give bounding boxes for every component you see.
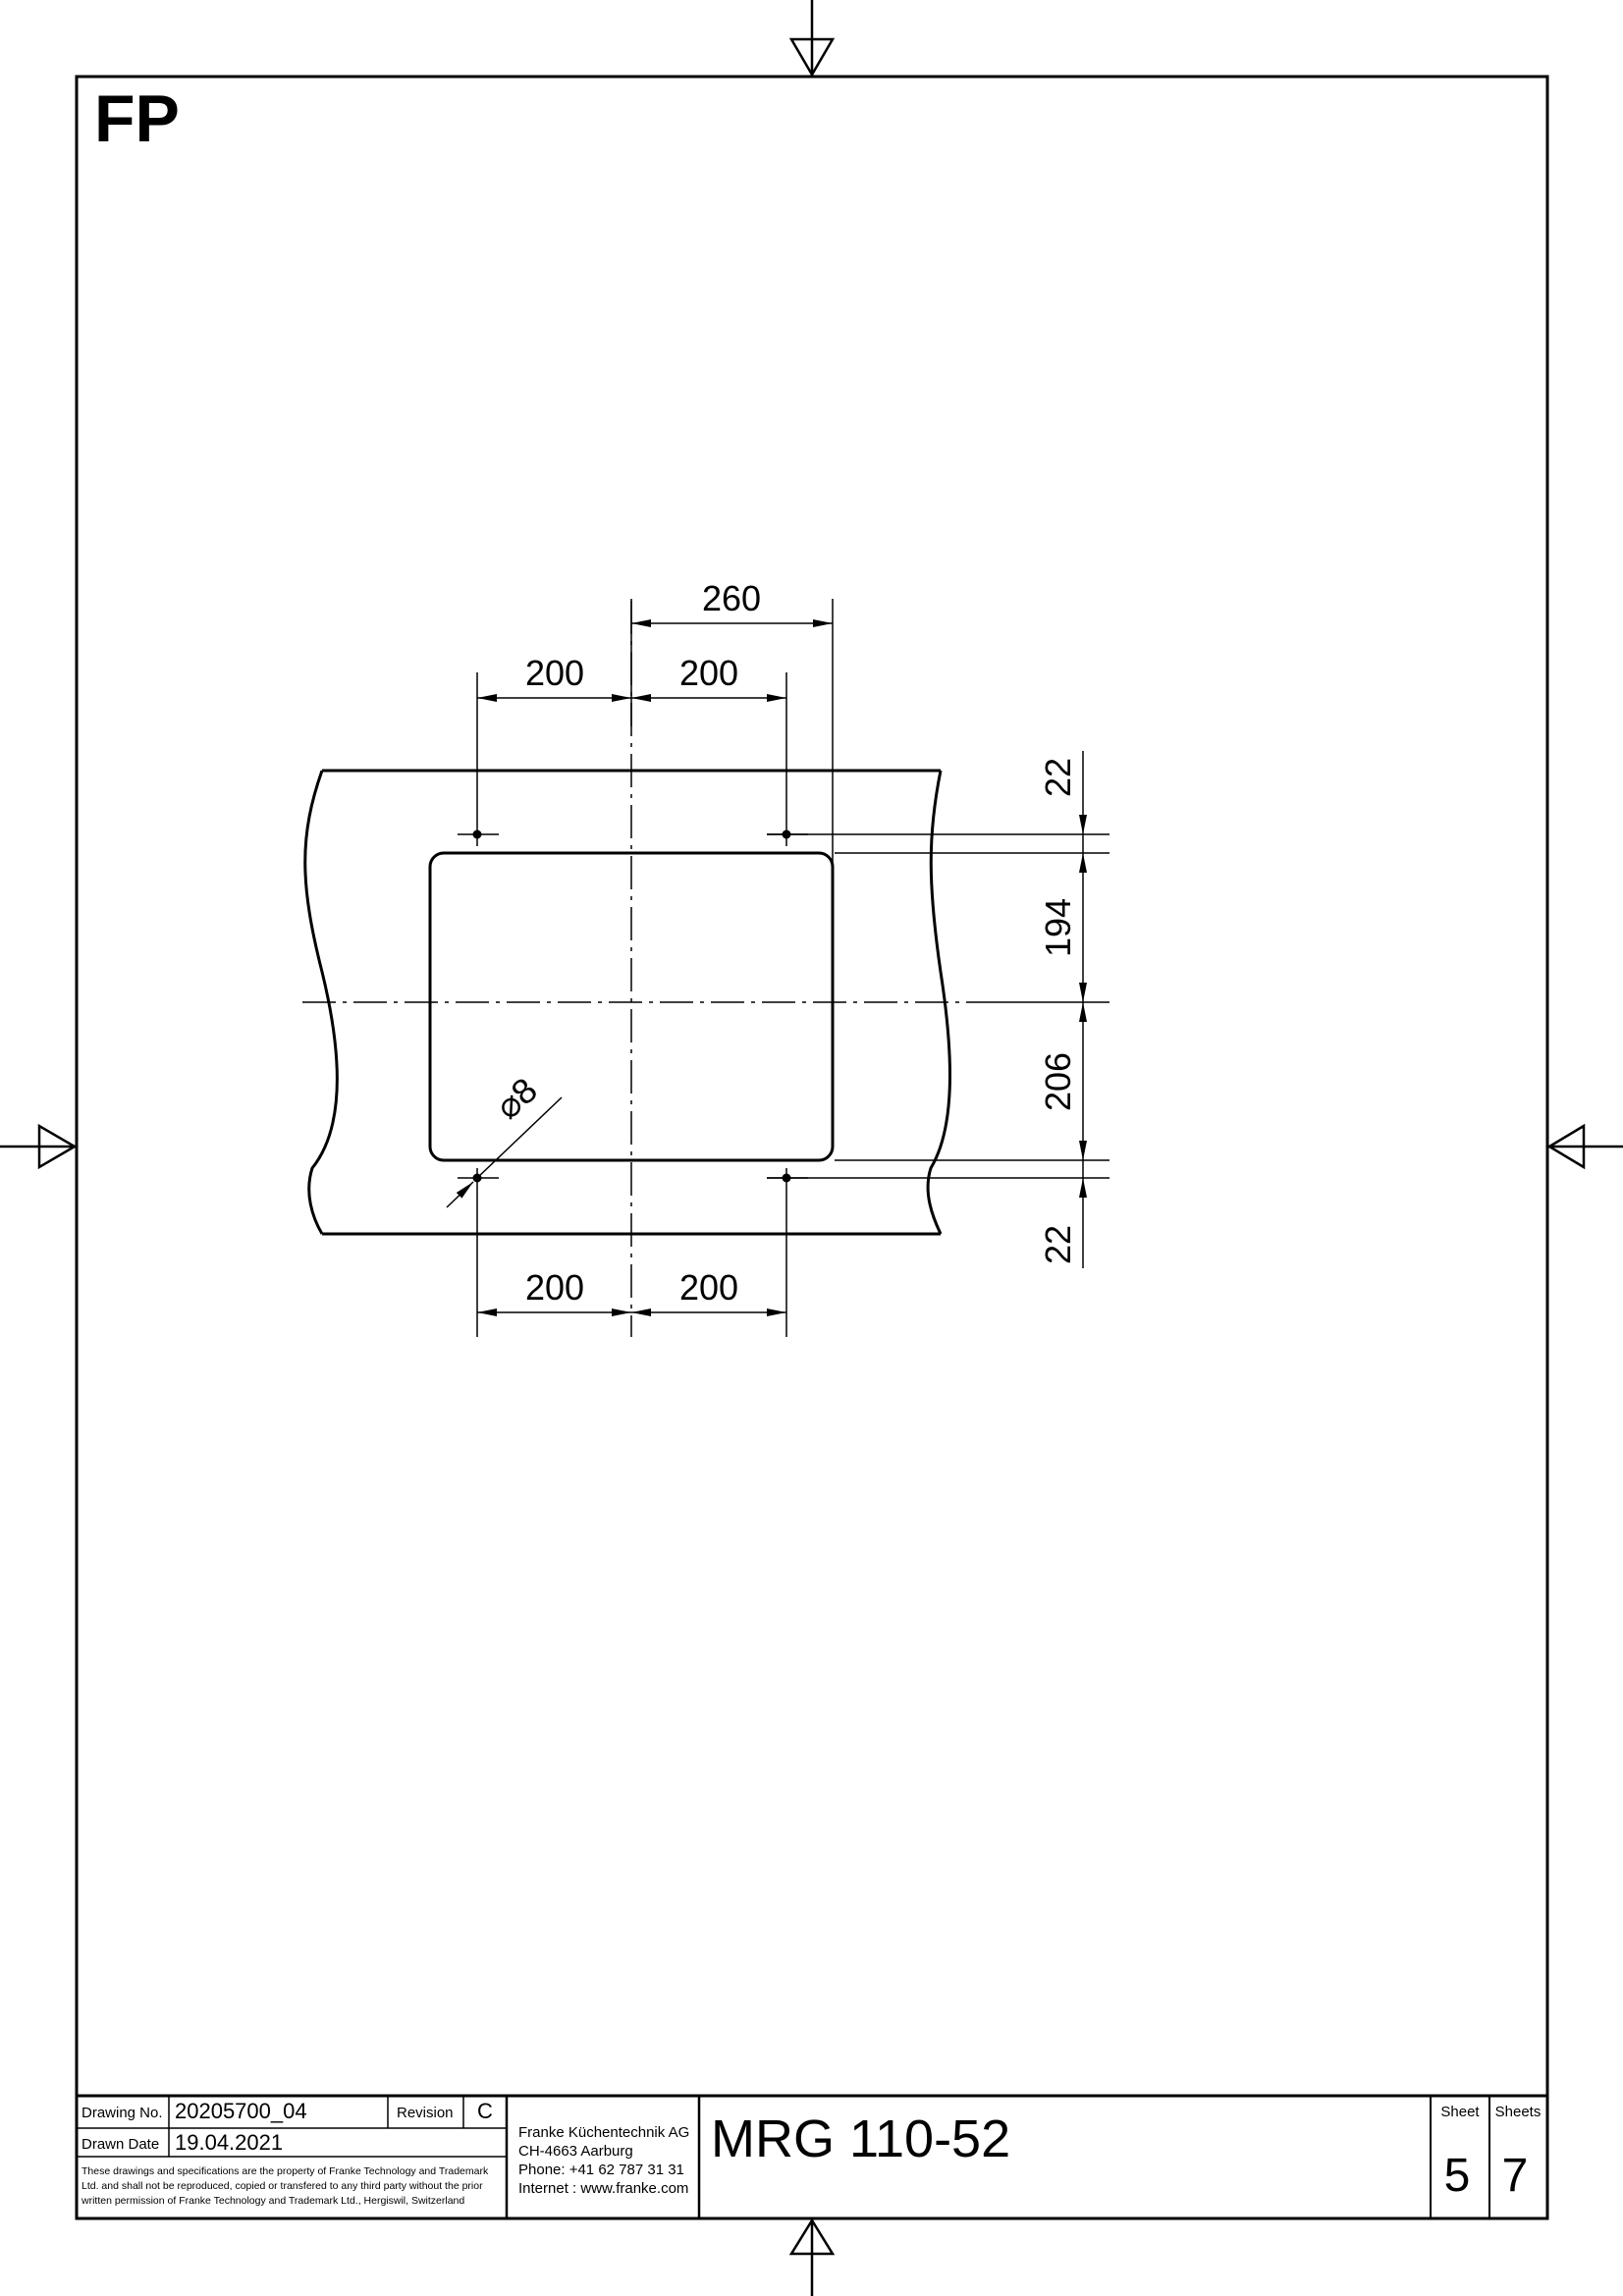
dim-bottom-right: 200 <box>679 1267 738 1308</box>
drawing-no-value: 20205700_04 <box>175 2099 307 2123</box>
dim-right-top-margin: 22 <box>1038 758 1078 797</box>
revision-value: C <box>477 2099 493 2123</box>
dim-top-left: 200 <box>525 653 584 693</box>
drawing-no-label: Drawing No. <box>81 2105 163 2121</box>
sheet-frame <box>75 75 1549 2220</box>
company-phone: Phone: +41 62 787 31 31 <box>518 2162 684 2178</box>
disclaimer-line-1: These drawings and specifications are th… <box>81 2165 489 2177</box>
drawn-date-label: Drawn Date <box>81 2136 159 2153</box>
sheet-label: Sheet <box>1440 2104 1480 2120</box>
disclaimer-line-2: Ltd. and shall not be reproduced, copied… <box>81 2180 483 2192</box>
drawing-code: FP <box>94 81 180 156</box>
company-internet: Internet : www.franke.com <box>518 2180 688 2197</box>
company-address: CH-4663 Aarburg <box>518 2143 633 2160</box>
extension-lines <box>476 599 1109 1337</box>
mounting-holes <box>458 829 808 1183</box>
sheets-label: Sheets <box>1495 2104 1542 2120</box>
dim-right-upper: 194 <box>1038 898 1078 957</box>
company-name: Franke Küchentechnik AG <box>518 2124 689 2141</box>
dim-right-lower: 206 <box>1038 1052 1078 1111</box>
dim-top-overall: 260 <box>702 578 761 618</box>
center-lines <box>302 601 982 1337</box>
cutout-rectangle <box>428 851 835 1162</box>
dim-hole-diameter: ⌀8 <box>487 1070 544 1127</box>
sheet-value: 5 <box>1444 2150 1471 2202</box>
dim-bottom-left: 200 <box>525 1267 584 1308</box>
diameter-leader <box>446 1096 563 1208</box>
disclaimer-line-3: written permission of Franke Technology … <box>81 2195 464 2207</box>
drawn-date-value: 19.04.2021 <box>175 2130 283 2155</box>
dimension-lines-top <box>477 619 833 702</box>
title-block <box>77 2094 1547 2218</box>
sheets-value: 7 <box>1502 2150 1529 2202</box>
drawing-title: MRG 110-52 <box>711 2109 1010 2168</box>
dim-top-right: 200 <box>679 653 738 693</box>
dim-right-bottom-margin: 22 <box>1038 1225 1078 1264</box>
revision-label: Revision <box>397 2105 454 2121</box>
